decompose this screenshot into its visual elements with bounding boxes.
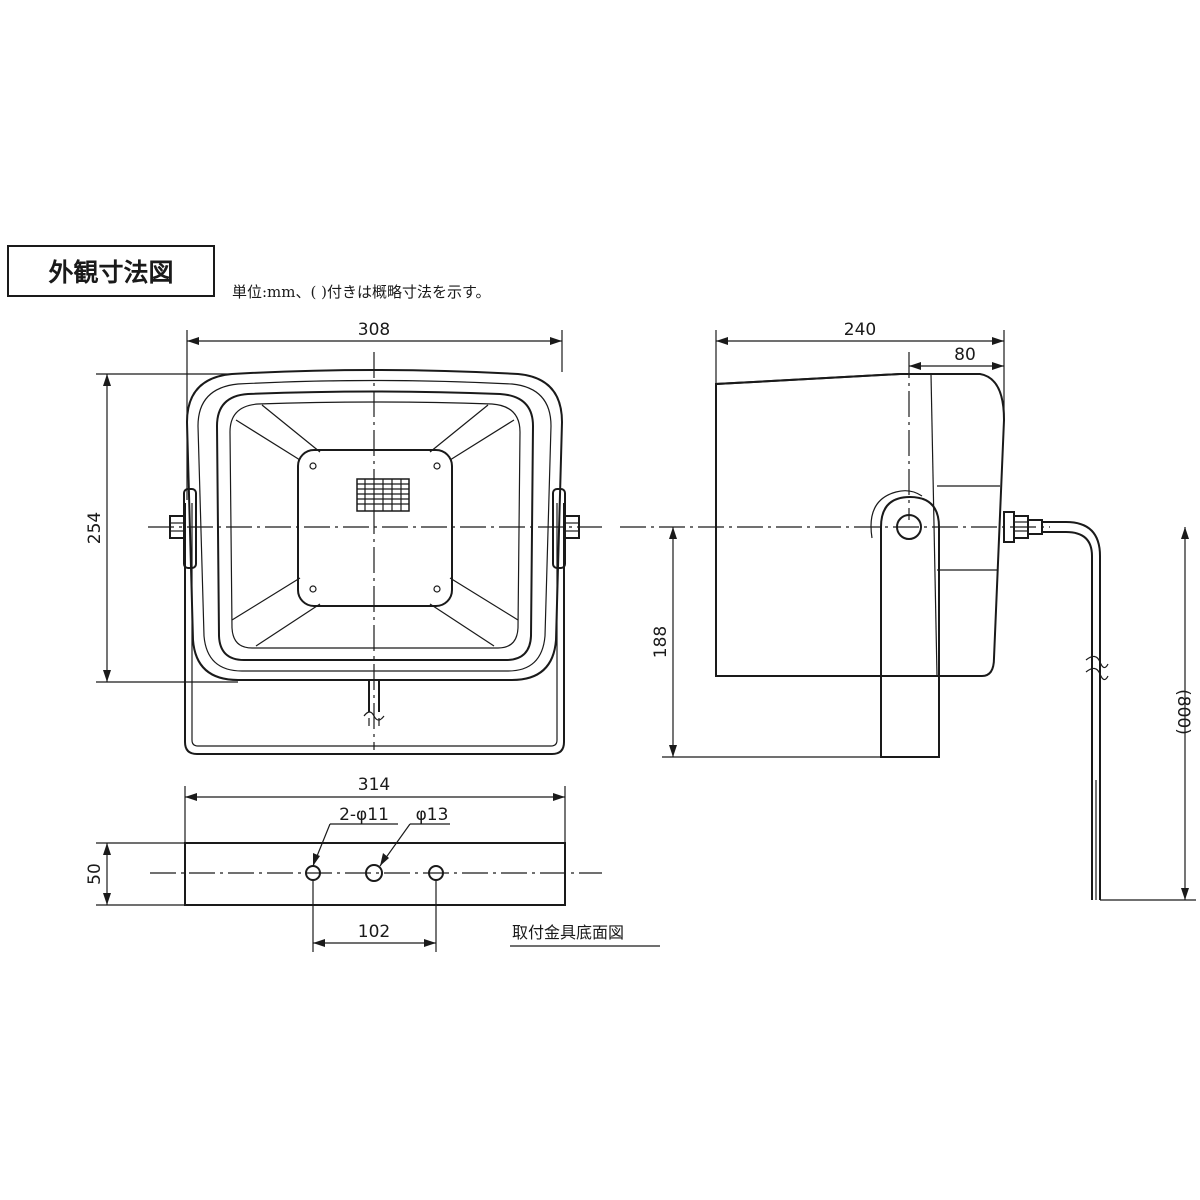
- front-housing-inner: [197, 379, 552, 672]
- horn-rib-top-left-b: [261, 404, 321, 453]
- cable-break-upper: [1085, 655, 1109, 669]
- dim-cable-length-label: (800): [1173, 689, 1193, 735]
- cable-inner: [1042, 531, 1093, 900]
- side-view: 240 80 188 (800): [620, 320, 1196, 901]
- front-u-bracket-inner: [191, 503, 558, 747]
- dim-axis-height-label: 188: [651, 626, 671, 658]
- front-cable-break: [363, 711, 385, 721]
- hole-callout-13: φ13: [416, 805, 449, 825]
- driver-plate: [297, 449, 453, 607]
- hole-callout-2x11: 2-φ11: [339, 805, 389, 825]
- left-pivot-knob: [169, 488, 197, 569]
- dim-bracket-length: 314: [184, 775, 566, 843]
- dim-bracket-offset: 80: [909, 345, 1004, 370]
- cable-break-lower: [1085, 667, 1109, 681]
- side-bracket-top: [880, 495, 940, 528]
- horn-rib-bottom-left-b: [255, 603, 321, 647]
- dim-hole-pitch-label: 102: [358, 922, 390, 942]
- horn-rib-bottom-right-b: [429, 603, 495, 647]
- side-pivot-bolt: [896, 514, 922, 540]
- front-view: 308 254: [85, 320, 602, 755]
- driver-screw-br: [433, 585, 441, 593]
- side-housing: [715, 373, 1006, 677]
- side-housing-seam: [930, 373, 938, 677]
- title-frame: [7, 245, 215, 297]
- side-pivot-ring: [870, 490, 923, 539]
- dim-front-height-label: 254: [85, 512, 105, 544]
- dim-bracket-width-label: 50: [85, 863, 105, 885]
- horn-mouth-outer: [215, 390, 535, 661]
- horn-rib-top-left-a: [235, 419, 301, 461]
- mount-hole-center: [365, 864, 383, 882]
- title-block: 外観寸法図 単位:mm、( )付きは概略寸法を示す。: [7, 245, 490, 301]
- front-u-bracket: [184, 503, 565, 755]
- dim-bracket-width: 50: [85, 842, 185, 906]
- dim-bracket-offset-label: 80: [954, 345, 976, 365]
- dim-bracket-length-label: 314: [358, 775, 390, 795]
- dim-side-depth: 240: [715, 320, 1005, 420]
- grille: [356, 478, 410, 512]
- driver-screw-tr: [433, 462, 441, 470]
- horn-rib-bottom-right-a: [449, 577, 519, 621]
- driver-screw-bl: [309, 585, 317, 593]
- bracket-plate: [184, 842, 566, 906]
- front-cable-stub: [368, 680, 380, 712]
- cable-gland: [1003, 511, 1043, 543]
- side-bracket-arm: [880, 527, 940, 758]
- horn-mouth-inner: [229, 401, 521, 649]
- driver-screw-tl: [309, 462, 317, 470]
- horn-rib-bottom-left-a: [231, 577, 301, 621]
- horn-rib-top-right-b: [429, 404, 489, 453]
- dim-front-width: 308: [186, 320, 563, 500]
- dim-front-width-label: 308: [358, 320, 390, 340]
- drawing-title: 外観寸法図: [48, 258, 173, 287]
- bracket-view-caption: 取付金具底面図: [512, 923, 624, 942]
- right-pivot-knob: [552, 488, 580, 569]
- hole-leaders: 2-φ11 φ13: [312, 805, 450, 867]
- dim-front-height: 254: [85, 373, 238, 683]
- horn-rib-top-right-a: [449, 419, 515, 461]
- unit-note: 単位:mm、( )付きは概略寸法を示す。: [232, 283, 490, 301]
- bracket-bottom-view: 314 50 2-φ11 φ13: [85, 775, 660, 952]
- dim-cable-length: (800): [1100, 527, 1196, 901]
- dim-side-depth-label: 240: [844, 320, 876, 340]
- dim-hole-pitch: 102: [312, 880, 437, 952]
- dim-axis-height: 188: [651, 527, 881, 758]
- cable-outer: [1042, 521, 1101, 900]
